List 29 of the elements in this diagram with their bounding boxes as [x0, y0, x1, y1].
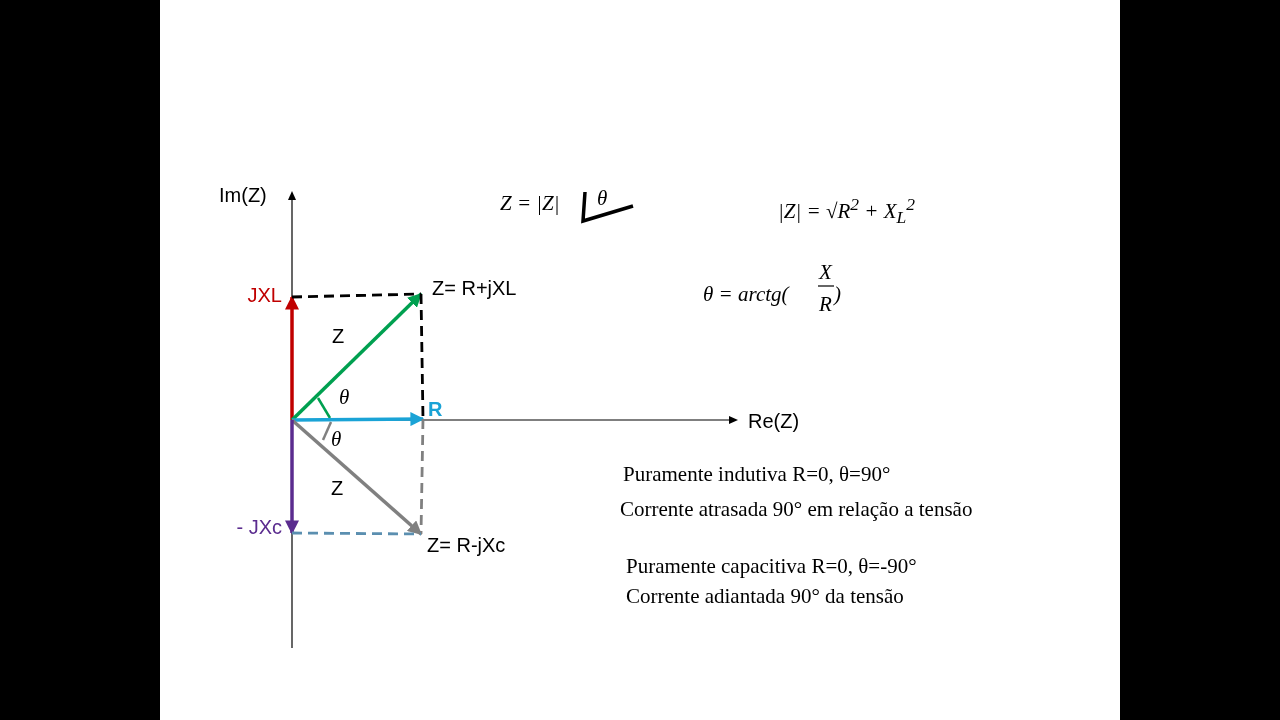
note: Puramente capacitiva R=0, θ=-90° — [626, 555, 917, 577]
projection-line — [291, 292, 422, 299]
formula: θ = arctg( — [703, 283, 789, 305]
note: Corrente adiantada 90° da tensão — [626, 585, 904, 607]
phasor-label: - JXc — [212, 516, 291, 538]
formula: X — [819, 261, 832, 283]
phasor-label: JXL — [222, 284, 291, 306]
phasor-arrow — [285, 420, 299, 535]
phasor-arrow — [285, 295, 299, 420]
axis-label: Re(Z) — [748, 410, 800, 432]
phasor-label: R — [423, 398, 447, 419]
projection-line — [292, 531, 421, 536]
formula: R — [819, 293, 832, 315]
formula: ) — [834, 283, 841, 305]
formula: Z = |Z| — [500, 192, 560, 214]
formula: θ — [597, 187, 608, 209]
note: Corrente atrasada 90° em relação a tensão — [620, 498, 973, 520]
projection-line — [419, 418, 425, 535]
phasor-label: Z= R+jXL — [421, 277, 541, 299]
phasor-arrow — [290, 418, 423, 536]
angle-label: θ — [339, 386, 350, 408]
phasor-arrow — [290, 292, 423, 422]
vector-label: Z — [332, 325, 345, 347]
angle-label: θ — [331, 428, 342, 450]
phasor-label: Z= R-jXc — [421, 534, 531, 556]
axis-label: Im(Z) — [219, 184, 267, 206]
phasor-arrow — [292, 412, 425, 427]
note: Puramente indutiva R=0, θ=90° — [623, 463, 891, 485]
vector-label: Z — [331, 477, 344, 499]
